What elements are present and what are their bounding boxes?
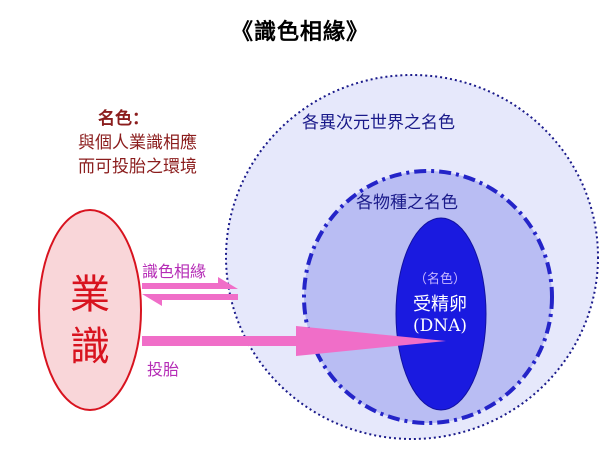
karma-ellipse (38, 209, 142, 411)
definition-line-2: 而可投胎之環境 (78, 157, 197, 177)
resonance-arrow-left (142, 294, 238, 306)
page-title: 《識色相緣》 (230, 20, 369, 45)
incarnation-arrow (142, 326, 446, 356)
outer-world-label: 各異次元世界之名色 (302, 113, 455, 133)
incarnation-label: 投胎 (147, 360, 180, 379)
egg-dna-label: (DNA) (412, 316, 468, 336)
egg-main-label: 受精卵 (413, 294, 467, 315)
karma-char-2: 識 (70, 324, 110, 370)
definition-heading: 名色： (98, 109, 149, 129)
resonance-arrow-right (142, 277, 238, 289)
karma-char-1: 業 (70, 272, 110, 318)
definition-line-1: 與個人業識相應 (78, 133, 197, 153)
resonance-double-arrow (142, 277, 238, 306)
egg-sub-label: （名色） (413, 272, 466, 287)
resonance-label: 識色相緣 (142, 262, 207, 281)
fertilized-egg-ellipse (395, 217, 487, 411)
species-label: 各物種之名色 (356, 193, 458, 213)
